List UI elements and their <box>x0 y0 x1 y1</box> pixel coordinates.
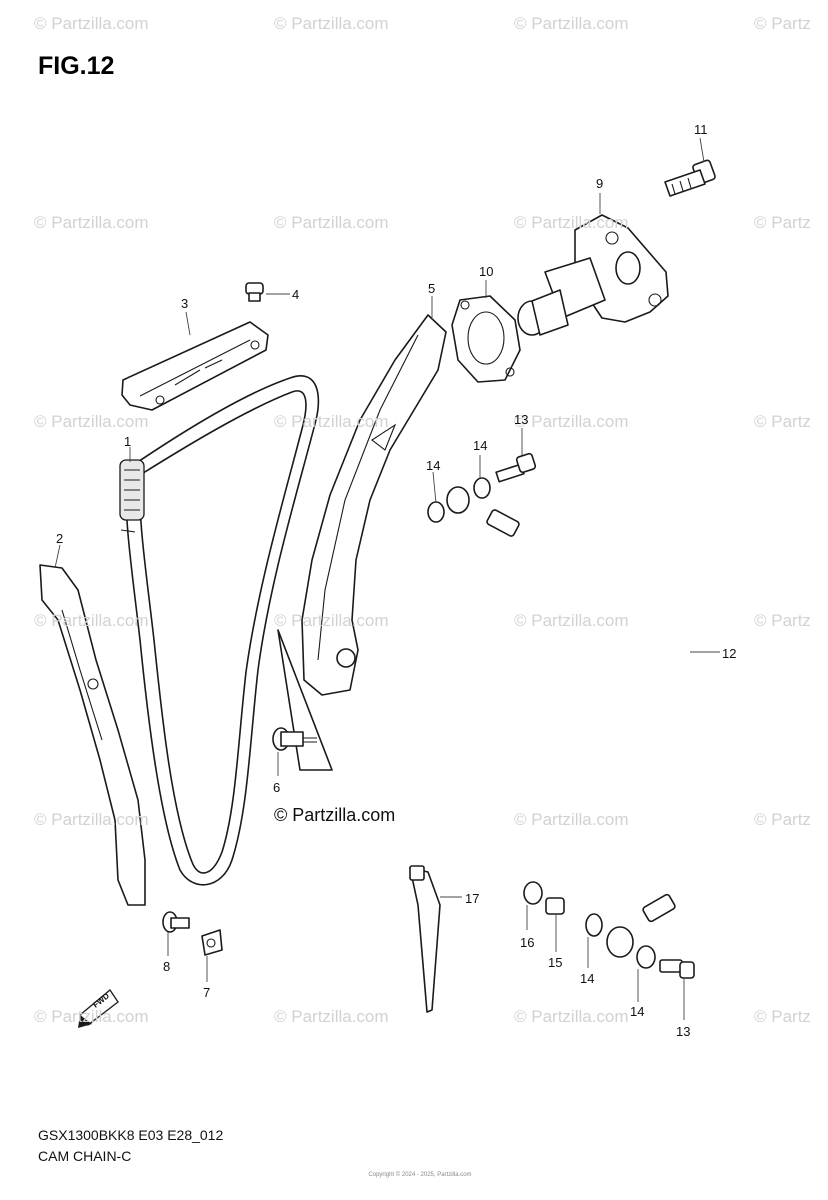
callout-1: 1 <box>124 434 132 449</box>
callout-12: 12 <box>722 646 737 661</box>
watermark: © Partzilla.com <box>514 412 629 431</box>
watermark: © Partz <box>754 14 811 33</box>
callout-14-lower-left: 14 <box>580 971 595 986</box>
watermark: © Partzilla.com <box>34 611 149 630</box>
watermark: © Partz <box>754 611 811 630</box>
watermark: © Partz <box>754 1007 811 1026</box>
bolt-part-8 <box>162 911 190 933</box>
fwd-arrow <box>78 989 119 1028</box>
watermark: © Partzilla.com <box>34 14 149 33</box>
callout-8: 8 <box>163 959 171 974</box>
watermark: © Partzilla.com <box>274 611 389 630</box>
callout-16: 16 <box>520 935 535 950</box>
callout-15: 15 <box>548 955 563 970</box>
callout-13-upper: 13 <box>514 412 529 427</box>
lower-banjo-fitting <box>523 881 695 979</box>
callout-11: 11 <box>694 122 708 137</box>
watermark: © Partz <box>754 213 811 232</box>
bolt-part-11 <box>664 159 716 197</box>
callout-2: 2 <box>56 531 64 546</box>
callout-5: 5 <box>428 281 436 296</box>
watermark: © Partzilla.com <box>514 1007 629 1026</box>
plate-part-7 <box>201 929 223 956</box>
watermark: © Partzilla.com <box>514 213 629 232</box>
callout-4: 4 <box>292 287 300 302</box>
tensioner-arm-part-5 <box>301 314 447 696</box>
watermark: © Partzilla.com <box>34 1007 149 1026</box>
gasket-part-10 <box>451 295 521 383</box>
chain-guide-top-part-3 <box>121 321 269 411</box>
watermark: © Partzilla.com <box>274 14 389 33</box>
callout-9: 9 <box>596 176 604 191</box>
callout-14-upper-left: 14 <box>426 458 441 473</box>
watermark: © Partzilla.com <box>514 810 629 829</box>
watermark: © Partz <box>754 412 811 431</box>
callout-7: 7 <box>203 985 211 1000</box>
upper-banjo-fitting <box>427 452 537 523</box>
cable-tie-part-17 <box>409 865 441 1013</box>
callout-3: 3 <box>181 296 189 311</box>
callout-17: 17 <box>465 891 480 906</box>
copyright-notice: Copyright © 2024 - 2025, Partzilla.com <box>368 1172 472 1178</box>
watermark: © Partzilla.com <box>514 611 629 630</box>
watermark: © Partzilla.com <box>34 412 149 431</box>
watermark: © Partzilla.com <box>274 1007 389 1026</box>
pivot-bolt-part-6 <box>272 629 333 771</box>
leader-lines <box>54 137 720 1020</box>
cam-chain-part-1 <box>119 375 320 886</box>
watermark: © Partzilla.com <box>34 810 149 829</box>
watermark: © Partzilla.com <box>274 412 389 431</box>
callout-6: 6 <box>273 780 281 795</box>
figure-title: FIG.12 <box>38 52 115 80</box>
tensioner-assembly-part-9 <box>517 214 669 336</box>
chain-guide-rear-part-2 <box>39 564 146 906</box>
diagram-code: GSX1300BKK8 E03 E28_012 <box>38 1127 224 1143</box>
bolt-part-4 <box>245 282 264 302</box>
callout-14-upper-right: 14 <box>473 438 488 453</box>
watermark: © Partzilla.com <box>34 213 149 232</box>
center-watermark: © Partzilla.com <box>274 805 396 825</box>
callout-10: 10 <box>479 264 494 279</box>
watermark: © Partz <box>754 810 811 829</box>
oil-hose-part-12 <box>486 509 744 923</box>
callout-14-lower-right: 14 <box>630 1004 645 1019</box>
callout-13-lower: 13 <box>676 1024 691 1039</box>
watermark: © Partzilla.com <box>514 14 629 33</box>
watermark: © Partzilla.com <box>274 213 389 232</box>
diagram-name: CAM CHAIN-C <box>38 1148 132 1164</box>
